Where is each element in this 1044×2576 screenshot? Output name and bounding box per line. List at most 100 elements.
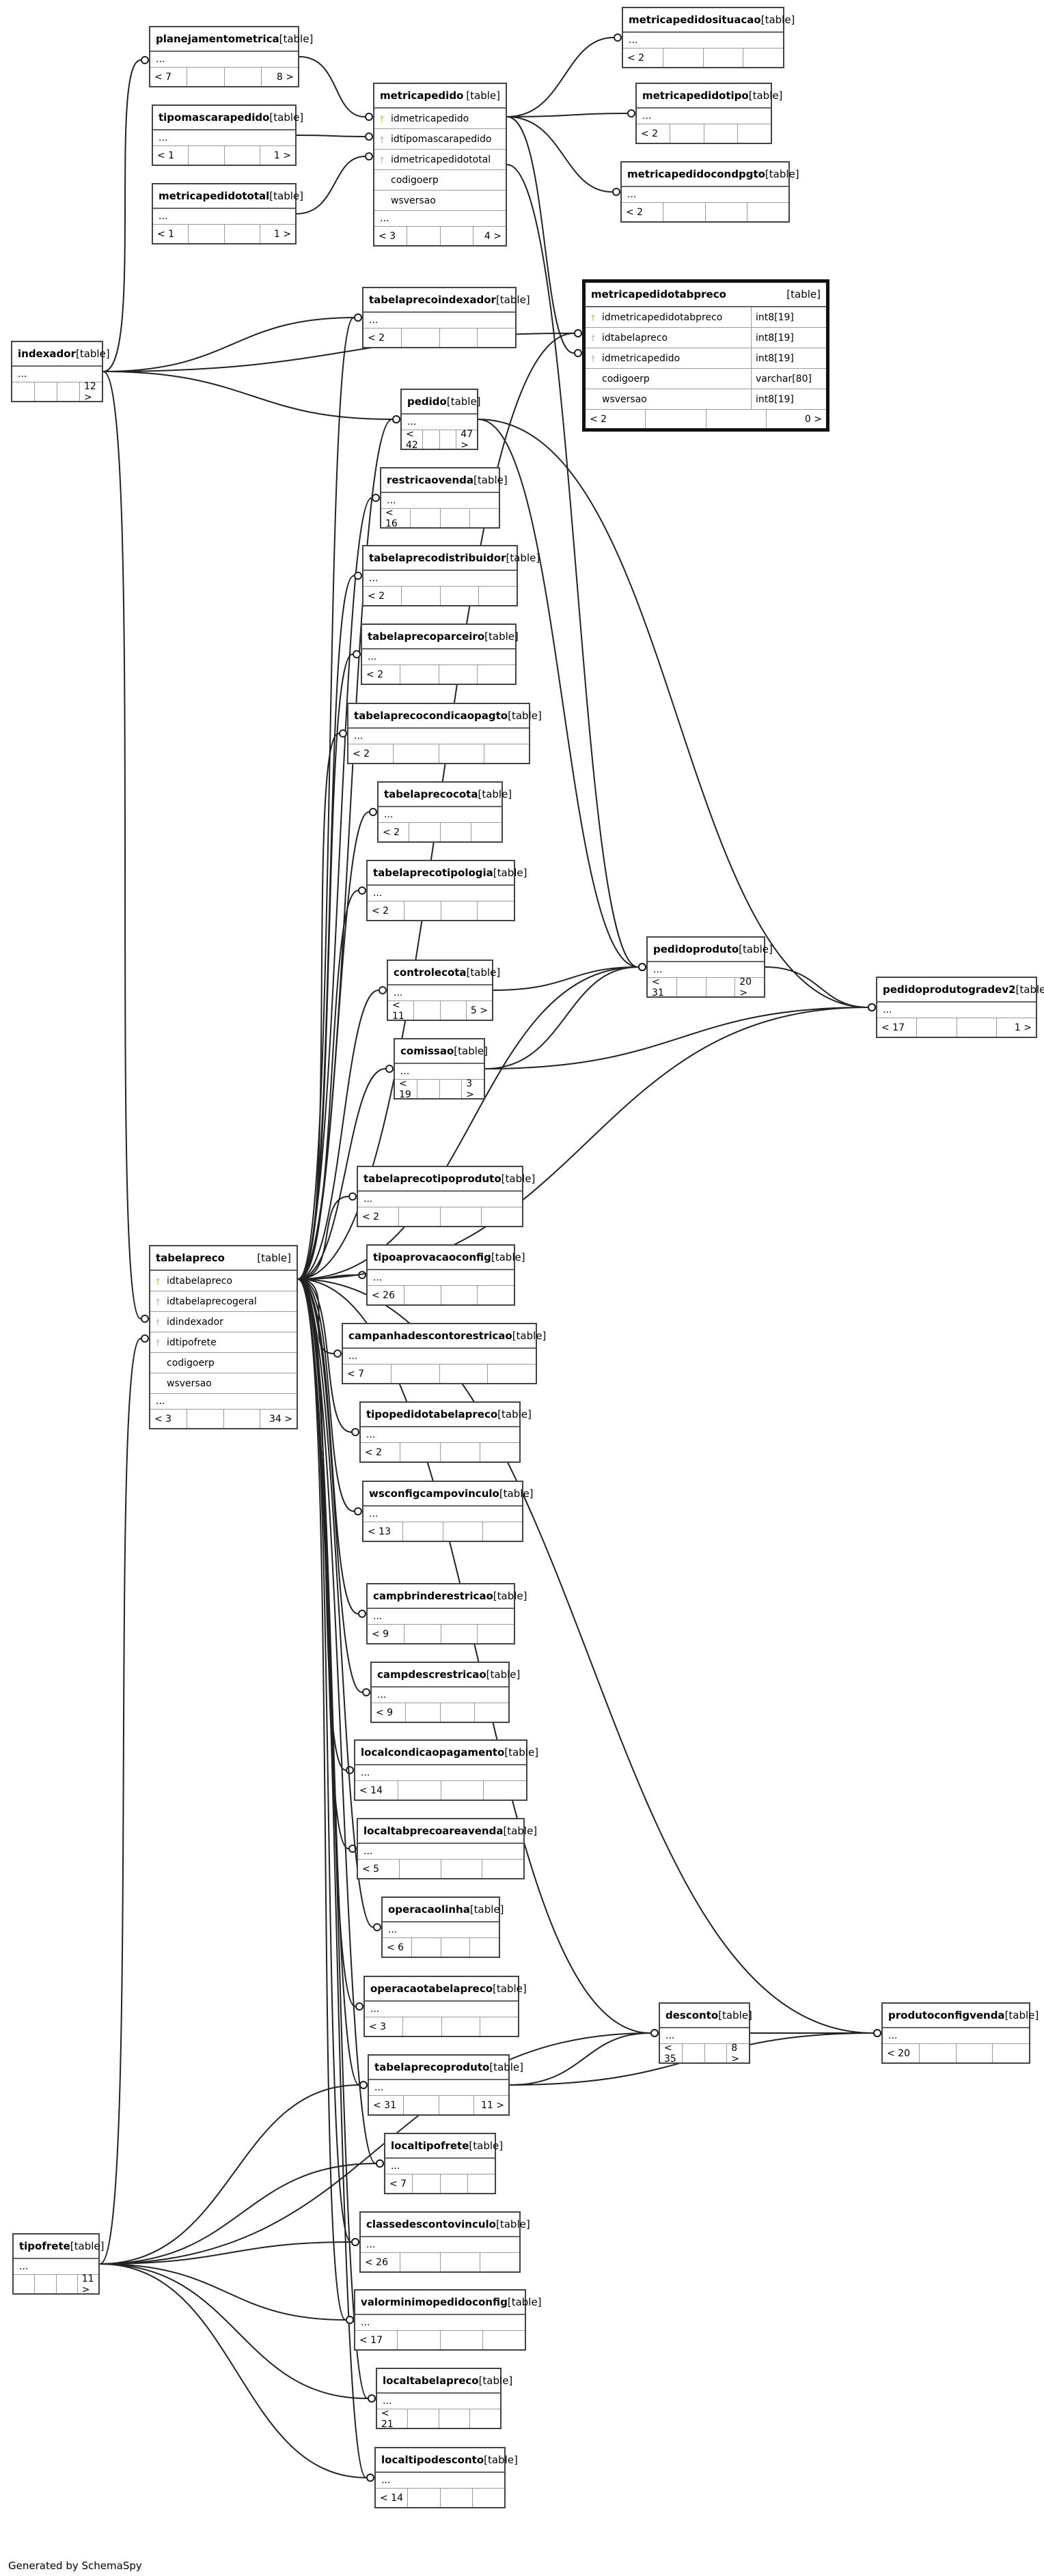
child-count[interactable] (467, 2174, 495, 2193)
table-tabelaprecocota[interactable]: tabelaprecocota[table]...< 2 (377, 781, 512, 843)
table-header[interactable]: tabelaprecotipologia[table] (368, 861, 527, 886)
child-count[interactable]: 34 > (260, 1410, 297, 1428)
table-tabelaprecocondicaopagto[interactable]: tabelaprecocondicaopagto[table]...< 2 (347, 703, 542, 764)
table-name[interactable]: indexador (18, 348, 76, 360)
table-name[interactable]: metricapedido (380, 89, 464, 102)
table-header[interactable]: metricapedidototal[table] (153, 184, 303, 209)
table-campbrinderestricao[interactable]: campbrinderestricao[table]...< 9 (366, 1583, 527, 1644)
parent-count[interactable]: < 2 (353, 748, 370, 759)
child-count[interactable] (482, 1522, 522, 1541)
table-name[interactable]: localcondicaopagamento (361, 1746, 505, 1759)
table-name[interactable]: wsconfigcampovinculo (369, 1487, 499, 1500)
table-restricaovenda[interactable]: restricaovenda[table]...< 16 (380, 467, 508, 529)
table-metricapedidotipo[interactable]: metricapedidotipo[table]...< 2 (635, 83, 782, 144)
table-indexador[interactable]: indexador[table]...12 > (11, 341, 110, 403)
child-count[interactable] (469, 509, 499, 527)
column-row[interactable]: †codigoerp (374, 170, 506, 191)
child-count[interactable]: 1 > (259, 225, 295, 243)
table-name[interactable]: controlecota (394, 966, 467, 979)
table-name[interactable]: classedescontovinculo (366, 2218, 496, 2230)
table-header[interactable]: localtabelapreco[table] (377, 2369, 512, 2394)
table-name[interactable]: metricapedidotipo (642, 89, 749, 102)
table-header[interactable]: pedidoprodutogradev2[table] (877, 978, 1044, 1003)
table-header[interactable]: localtipodesconto[table] (376, 2448, 518, 2473)
parent-count[interactable]: < 2 (365, 1446, 383, 1458)
child-count[interactable] (992, 2044, 1029, 2062)
parent-count[interactable]: < 16 (385, 507, 398, 529)
table-header[interactable]: tipoaprovacaoconfig[table] (368, 1246, 525, 1270)
parent-count[interactable]: < 2 (641, 128, 659, 139)
child-count[interactable] (469, 1938, 499, 1957)
table-header[interactable]: campdescrestricao[table] (372, 1663, 520, 1688)
table-header[interactable]: indexador[table] (12, 342, 110, 367)
parent-count[interactable]: < 26 (372, 1289, 395, 1301)
table-header[interactable]: produtoconfigvenda[table] (883, 2004, 1039, 2028)
table-pedidoprodutogradev2[interactable]: pedidoprodutogradev2[table]...< 171 > (876, 977, 1044, 1038)
column-row[interactable]: †codigoerp (150, 1353, 297, 1373)
table-name[interactable]: operacaolinha (388, 1903, 470, 1916)
table-tabelaprecotipologia[interactable]: tabelaprecotipologia[table]...< 2 (366, 860, 527, 921)
parent-count[interactable]: < 2 (627, 52, 645, 64)
parent-count[interactable]: < 2 (362, 1211, 380, 1222)
child-count[interactable] (477, 901, 514, 920)
parent-count[interactable] (14, 2275, 34, 2293)
table-metricapedidocondpgto[interactable]: metricapedidocondpgto[table]...< 2 (620, 161, 799, 223)
parent-count[interactable]: < 2 (626, 206, 644, 218)
table-metricapedido[interactable]: metricapedido[table]†idmetricapedido†idt… (373, 83, 507, 247)
table-header[interactable]: tabelaprecocota[table] (379, 783, 512, 807)
table-name[interactable]: desconto (665, 2009, 719, 2021)
table-metricapedidosituacao[interactable]: metricapedidosituacao[table]...< 2 (622, 7, 795, 68)
child-count[interactable] (473, 1703, 508, 1722)
table-tipofrete[interactable]: tipofrete[table]...11 > (12, 2233, 105, 2295)
table-header[interactable]: planejamentometrica[table] (150, 27, 313, 52)
column-row[interactable]: †idtipomascarapedido (374, 129, 506, 150)
child-count[interactable]: 20 > (734, 977, 764, 998)
parent-count[interactable]: < 7 (154, 71, 172, 83)
child-count[interactable] (478, 587, 517, 605)
child-count[interactable]: 11 > (473, 2096, 508, 2114)
table-tabelaprecodistribuidor[interactable]: tabelaprecodistribuidor[table]...< 2 (362, 545, 540, 606)
table-tabelapreco[interactable]: tabelapreco[table]†idtabelapreco†idtabel… (149, 1245, 298, 1429)
table-header[interactable]: controlecota[table] (388, 961, 500, 985)
table-name[interactable]: tabelaprecodistribuidor (369, 552, 506, 564)
table-header[interactable]: metricapedidocondpgto[table] (622, 163, 799, 187)
table-name[interactable]: metricapedidototal (159, 190, 270, 202)
table-header[interactable]: tipofrete[table] (14, 2235, 105, 2259)
table-name[interactable]: tabelaprecotipoproduto (363, 1173, 502, 1185)
table-header[interactable]: localtipofrete[table] (385, 2134, 503, 2159)
parent-count[interactable]: < 17 (881, 1022, 905, 1033)
child-count[interactable] (482, 2331, 525, 2349)
parent-count[interactable]: < 17 (359, 2334, 383, 2346)
parent-count[interactable]: < 2 (372, 905, 389, 916)
table-name[interactable]: pedidoproduto (653, 943, 739, 955)
child-count[interactable] (476, 665, 515, 684)
parent-count[interactable]: < 31 (373, 2099, 396, 2111)
parent-count[interactable]: < 19 (399, 1078, 411, 1100)
table-header[interactable]: localtabprecoareavenda[table] (358, 1819, 537, 1844)
child-count[interactable]: 0 > (765, 410, 826, 428)
table-tipoaprovacaoconfig[interactable]: tipoaprovacaoconfig[table]...< 26 (366, 1244, 525, 1306)
table-localtipofrete[interactable]: localtipofrete[table]...< 7 (384, 2133, 503, 2194)
table-localtipodesconto[interactable]: localtipodesconto[table]...< 14 (374, 2447, 518, 2508)
child-count[interactable]: 12 > (79, 381, 102, 403)
table-name[interactable]: produtoconfigvenda (888, 2009, 1005, 2021)
child-count[interactable]: 8 > (726, 2043, 749, 2064)
table-header[interactable]: tabelapreco[table] (150, 1246, 297, 1271)
column-row[interactable]: †idtabelaprecogeral (150, 1291, 297, 1312)
child-count[interactable]: 47 > (456, 429, 477, 451)
child-count[interactable] (482, 1860, 523, 1878)
parent-count[interactable]: < 2 (383, 826, 400, 838)
parent-count[interactable]: < 20 (887, 2047, 910, 2059)
child-count[interactable] (477, 328, 515, 347)
child-count[interactable] (479, 2017, 518, 2036)
child-count[interactable] (471, 2489, 504, 2507)
table-tabelaprecoparceiro[interactable]: tabelaprecoparceiro[table]...< 2 (361, 624, 519, 685)
parent-count[interactable]: < 2 (590, 413, 607, 425)
child-count[interactable] (479, 2253, 519, 2271)
parent-count[interactable]: < 42 (406, 428, 418, 451)
